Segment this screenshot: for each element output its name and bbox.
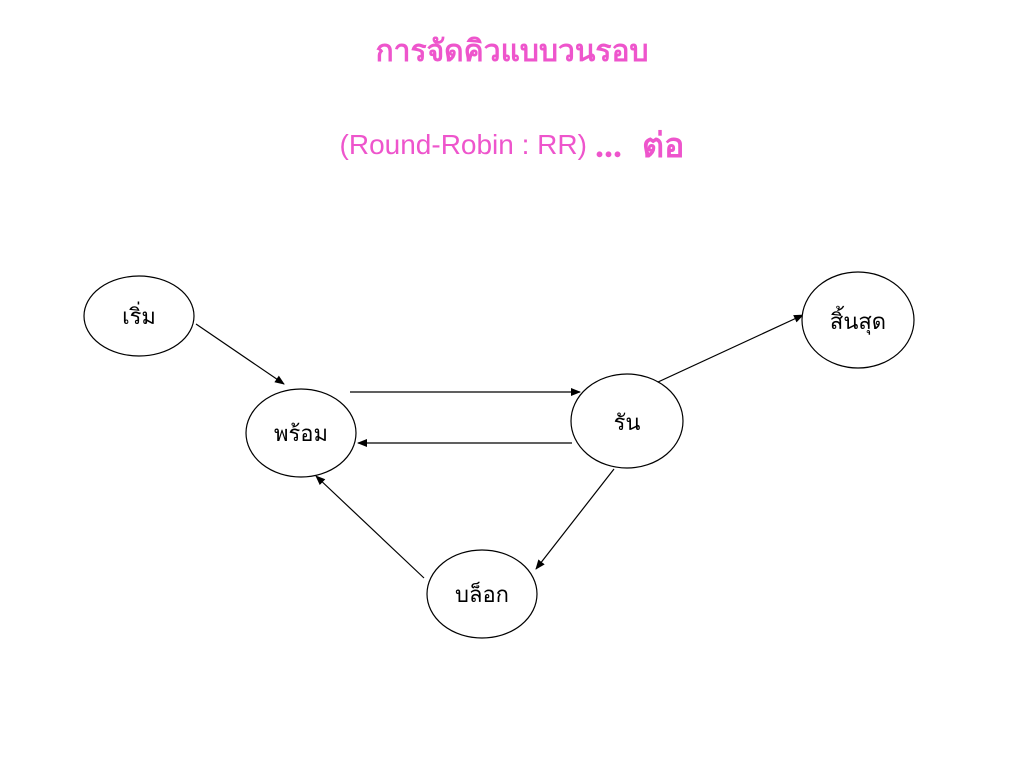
slide-subtitle: (Round-Robin : RR)... ต่อ xyxy=(0,118,1024,172)
node-block-label: บล็อก xyxy=(455,580,509,608)
node-ready: พร้อม xyxy=(245,388,357,478)
node-run: รัน xyxy=(570,373,684,469)
node-block: บล็อก xyxy=(426,549,538,639)
node-ready-label: พร้อม xyxy=(274,422,328,447)
node-end-label: สิ้นสุด xyxy=(830,306,886,335)
subtitle-suffix: ต่อ xyxy=(641,126,685,166)
node-start-label: เริ่ม xyxy=(122,301,156,330)
subtitle-dots: ... xyxy=(594,125,622,165)
node-start: เริ่ม xyxy=(83,275,195,357)
edge-block-to-ready xyxy=(315,475,425,579)
edge-run-to-block xyxy=(535,468,615,570)
node-run-label: รัน xyxy=(614,411,641,436)
subtitle-main: (Round-Robin : RR) xyxy=(339,129,587,160)
node-end: สิ้นสุด xyxy=(801,271,915,369)
edge-run-to-end xyxy=(657,314,804,383)
slide-title: การจัดคิวแบบวนรอบ xyxy=(375,34,649,69)
edge-start-to-ready xyxy=(195,323,285,385)
